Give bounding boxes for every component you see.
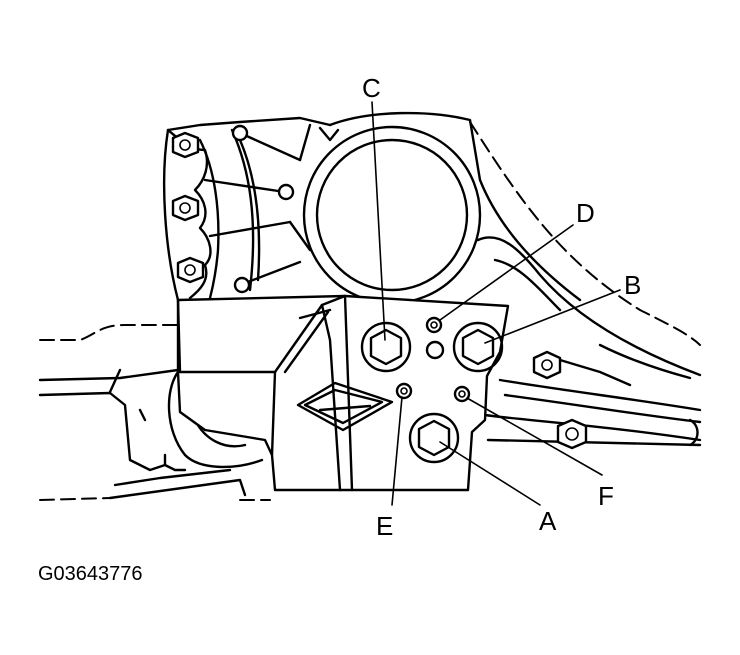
hex-bolt-icon xyxy=(171,194,200,222)
bolt-a xyxy=(408,412,460,464)
figure-code: G03643776 xyxy=(38,563,143,585)
bolt-b xyxy=(452,321,504,373)
hex-bolt-icon xyxy=(556,418,588,450)
hex-bolt-icon xyxy=(532,350,562,380)
callout-e: E xyxy=(376,511,393,541)
housing-bore xyxy=(302,125,482,305)
housing-casting xyxy=(162,111,582,302)
leader-lines xyxy=(371,101,621,506)
callout-b: B xyxy=(624,270,641,300)
hole-f xyxy=(453,385,471,403)
callout-f: F xyxy=(598,481,614,511)
lower-structure xyxy=(38,324,271,501)
bolt-c xyxy=(360,321,412,373)
callout-d: D xyxy=(576,198,595,228)
hole-e xyxy=(395,382,413,400)
plain-hole xyxy=(425,340,445,360)
hex-bolt-icon xyxy=(176,256,205,284)
housing-right-arm xyxy=(469,121,702,450)
callout-c: C xyxy=(362,73,381,103)
hex-bolt-icon xyxy=(171,131,200,159)
callout-a: A xyxy=(539,506,557,536)
hole-d xyxy=(425,316,443,334)
